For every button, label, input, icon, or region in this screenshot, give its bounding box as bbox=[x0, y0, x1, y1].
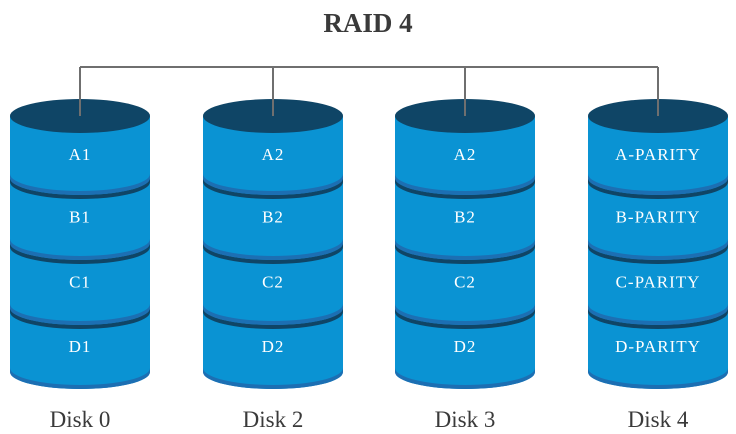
block-body bbox=[203, 243, 343, 325]
block-rim bbox=[203, 304, 343, 325]
block-body bbox=[395, 308, 535, 389]
block-body bbox=[588, 243, 728, 325]
disk-label: Disk 4 bbox=[628, 407, 689, 432]
block-body bbox=[203, 178, 343, 260]
block-label: B-PARITY bbox=[616, 208, 701, 227]
block-rim bbox=[10, 304, 150, 325]
block-label: A-PARITY bbox=[615, 145, 701, 164]
block-label: D1 bbox=[69, 337, 92, 356]
diagram-title: RAID 4 bbox=[323, 8, 413, 38]
block-body bbox=[588, 308, 728, 389]
block-body bbox=[395, 116, 535, 195]
block-body bbox=[203, 308, 343, 389]
block-rim bbox=[10, 368, 150, 389]
block-body bbox=[203, 116, 343, 195]
block-body bbox=[588, 178, 728, 260]
block-rim bbox=[395, 304, 535, 325]
block-label: B2 bbox=[454, 208, 476, 227]
block-rim bbox=[203, 368, 343, 389]
block-body bbox=[10, 308, 150, 389]
block-body bbox=[395, 178, 535, 260]
block-label: B1 bbox=[69, 208, 91, 227]
block-rim bbox=[395, 174, 535, 195]
block-label: C1 bbox=[69, 273, 91, 292]
block-body bbox=[10, 116, 150, 195]
block-rim bbox=[588, 304, 728, 325]
block-rim bbox=[588, 174, 728, 195]
block-rim bbox=[395, 368, 535, 389]
block-rim bbox=[10, 174, 150, 195]
block-label: B2 bbox=[262, 208, 284, 227]
disk-label: Disk 3 bbox=[435, 407, 496, 432]
block-label: D2 bbox=[454, 337, 477, 356]
disk-label: Disk 2 bbox=[243, 407, 304, 432]
block-rim bbox=[588, 368, 728, 389]
block-rim bbox=[395, 239, 535, 260]
block-rim bbox=[203, 239, 343, 260]
block-label: D-PARITY bbox=[615, 337, 701, 356]
connector bbox=[79, 66, 659, 116]
block-rim bbox=[588, 239, 728, 260]
block-label: A2 bbox=[454, 145, 477, 164]
block-label: D2 bbox=[262, 337, 285, 356]
block-body bbox=[395, 243, 535, 325]
block-label: C-PARITY bbox=[616, 273, 701, 292]
block-rim bbox=[10, 239, 150, 260]
disk-3: D-PARITY C-PARITY B-PARITY A-PARITY Disk 4 bbox=[588, 99, 728, 432]
disk-label: Disk 0 bbox=[50, 407, 111, 432]
block-label: A1 bbox=[69, 145, 92, 164]
block-body bbox=[588, 116, 728, 195]
block-rim bbox=[203, 174, 343, 195]
block-label: C2 bbox=[262, 273, 284, 292]
block-body bbox=[10, 178, 150, 260]
block-body bbox=[10, 243, 150, 325]
block-label: A2 bbox=[262, 145, 285, 164]
block-label: C2 bbox=[454, 273, 476, 292]
